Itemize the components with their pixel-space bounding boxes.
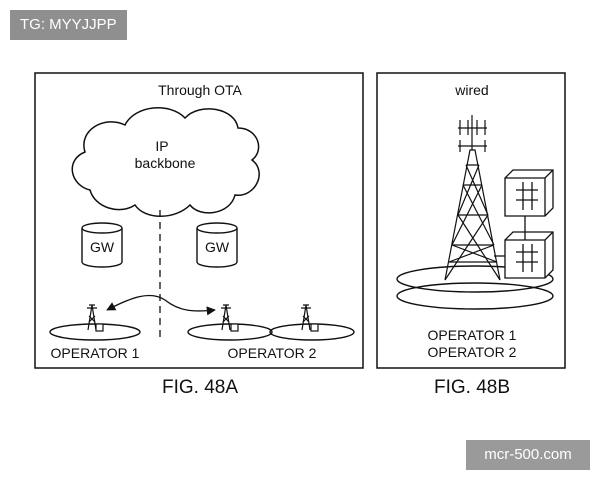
fig-48a-panel: Through OTA IP backbone GW GW (34, 72, 364, 398)
fig-48b-frame (376, 72, 566, 369)
coverage-ellipse-upper (396, 265, 554, 293)
equipment-cabinet-top (504, 169, 554, 217)
fig-48b-caption: FIG. 48B (434, 377, 510, 398)
fig-48a-frame (34, 72, 364, 369)
fig-48b-panel: wired (376, 72, 566, 398)
equipment-cabinet-bottom (504, 231, 554, 279)
operator2-coverage-ellipse-a (187, 323, 273, 341)
fig-48a-caption: FIG. 48A (162, 377, 238, 398)
operator-2-label: OPERATOR 2 (228, 345, 317, 361)
coverage-ellipse-lower (396, 282, 554, 310)
operator1-tower-icon (87, 304, 104, 332)
gateway-left: GW (81, 222, 123, 268)
cloud-label-ip: IP (155, 138, 168, 154)
operator2-tower-icon-a (221, 304, 239, 332)
operator2-tower-icon-b (301, 304, 319, 332)
gateway-left-label: GW (90, 239, 115, 255)
gateway-right-label: GW (205, 239, 230, 255)
fig-48b-title: wired (454, 82, 488, 98)
operator-1-label: OPERATOR 1 (51, 345, 140, 361)
ip-backbone-cloud (71, 107, 260, 217)
fig-48a-title: Through OTA (158, 82, 242, 98)
fig-48b-operator-2: OPERATOR 2 (428, 344, 517, 360)
source-badge: TG: MYYJJPP (10, 10, 127, 40)
cell-tower-icon (444, 115, 501, 281)
fig-48b-operator-1: OPERATOR 1 (428, 327, 517, 343)
watermark-label: mcr-500.com (466, 440, 590, 470)
ota-link-arrow (106, 294, 216, 316)
gateway-right: GW (196, 222, 238, 268)
cloud-label-backbone: backbone (135, 155, 196, 171)
